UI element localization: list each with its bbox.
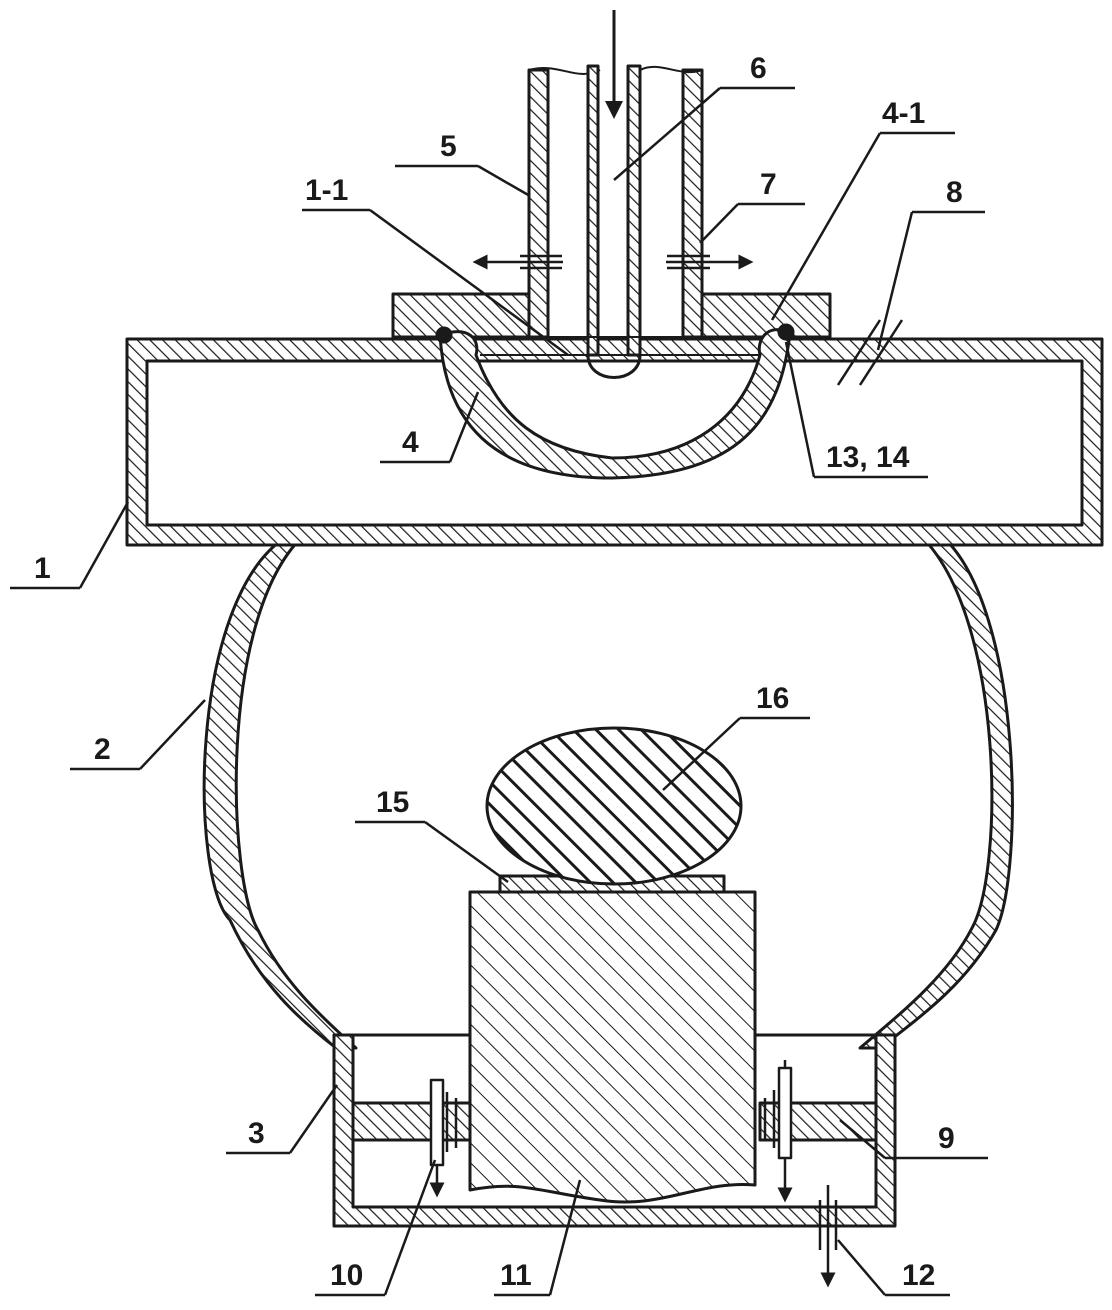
label-4: 4 xyxy=(402,426,419,459)
channel-1-1 xyxy=(480,336,760,356)
feedthrough-right xyxy=(763,1060,793,1203)
top-flange-1 xyxy=(125,337,1104,547)
specimen-16 xyxy=(485,726,743,886)
break-mark-8 xyxy=(836,319,904,386)
inner-tube-6 xyxy=(586,10,642,379)
labels: 1 2 3 4 1-1 5 6 7 4-1 8 13, 14 15 16 9 1… xyxy=(34,52,963,1292)
side-valves xyxy=(472,254,754,270)
feedthrough-10 xyxy=(429,1078,458,1198)
label-4-1: 4-1 xyxy=(882,97,925,130)
label-5: 5 xyxy=(440,130,457,163)
label-2: 2 xyxy=(94,733,111,766)
label-1-1: 1-1 xyxy=(305,174,348,207)
label-16: 16 xyxy=(756,682,789,715)
label-13-14: 13, 14 xyxy=(826,441,910,474)
drain-valve-12 xyxy=(818,1185,838,1288)
label-7: 7 xyxy=(760,168,777,201)
label-10: 10 xyxy=(330,1259,363,1292)
label-11: 11 xyxy=(500,1259,532,1292)
label-3: 3 xyxy=(248,1117,265,1150)
label-1: 1 xyxy=(34,552,51,585)
label-12: 12 xyxy=(902,1259,935,1292)
label-8: 8 xyxy=(946,176,963,209)
hemisphere-cup-4 xyxy=(435,323,795,480)
pedestal-11 xyxy=(468,890,757,1204)
label-9: 9 xyxy=(938,1122,955,1155)
label-15: 15 xyxy=(376,786,409,819)
bottom-box-3 xyxy=(332,1033,897,1228)
label-6: 6 xyxy=(750,52,767,85)
leader-lines xyxy=(10,86,988,1297)
